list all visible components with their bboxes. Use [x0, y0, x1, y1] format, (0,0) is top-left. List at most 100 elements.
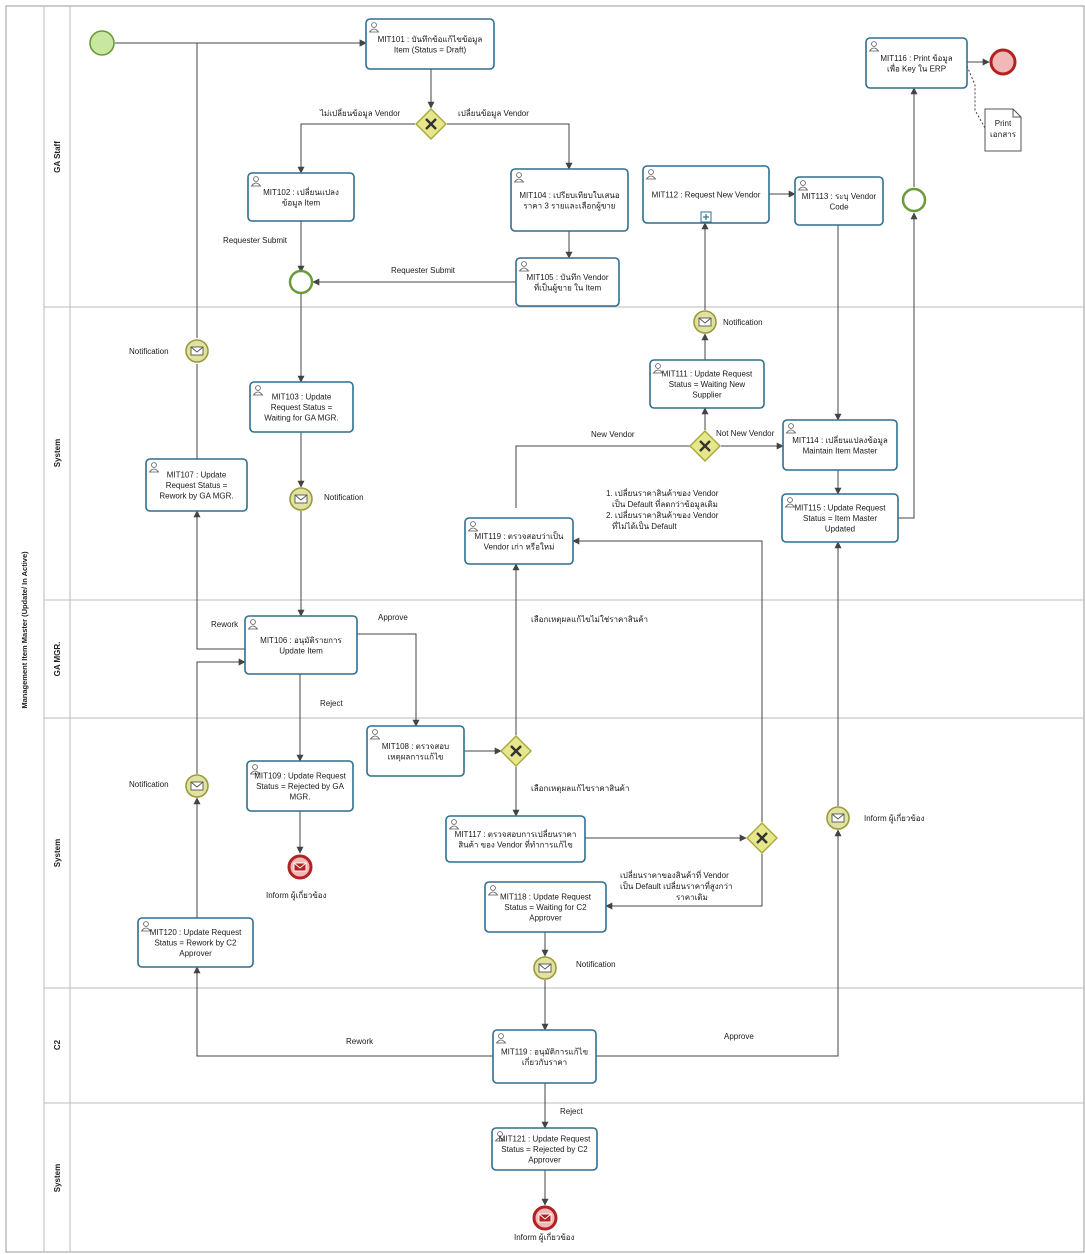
lane-label-system: System	[53, 439, 62, 467]
task-label-line: Updated	[825, 525, 855, 534]
notification-message-icon	[289, 487, 313, 511]
end-event	[989, 48, 1017, 76]
flow-label: Requester Submit	[391, 266, 456, 275]
task-label-line: MIT112 : Request New Vendor	[652, 191, 761, 200]
subprocess-expand-icon[interactable]	[700, 211, 712, 223]
flow-label: Inform ผู้เกี่ยวข้อง	[864, 812, 925, 824]
task-mit112[interactable]: MIT112 : Request New Vendor	[642, 165, 770, 224]
task-type-icon	[467, 521, 479, 532]
flow-label: Requester Submit	[223, 236, 288, 245]
flow-label: Reject	[560, 1107, 583, 1116]
task-type-icon	[645, 169, 657, 180]
task-label-line: MIT111 : Update Request	[662, 370, 753, 379]
task-label-line: MIT113 : ระบุ Vendor	[802, 192, 877, 201]
flow-label: Approve	[724, 1032, 754, 1041]
flow-label: ที่ไม่ได้เป็น Default	[612, 520, 677, 531]
task-label-line: Status = Item Master	[803, 514, 877, 523]
lane-label-ga-staff: GA Staff	[53, 141, 62, 173]
flow-label: เป็น Default ที่ลดกว่าข้อมูลเดิม	[612, 498, 718, 510]
task-label-line: MIT109 : Update Request	[254, 772, 346, 781]
flow-label: Notification	[576, 960, 616, 969]
task-type-icon	[148, 462, 160, 473]
lane-label-system: System	[53, 839, 62, 867]
task-label-line: MIT102 : เปลี่ยนแปลง	[263, 186, 339, 197]
flow-label: Notification	[723, 318, 763, 327]
task-label-line: ข้อมูล Item	[282, 198, 321, 208]
flow-label: เปลี่ยนข้อมูล Vendor	[458, 107, 529, 119]
task-label-line: MIT116 : Print ข้อมูล	[880, 54, 952, 64]
print-document-artifact: Print เอกสาร	[984, 108, 1022, 152]
task-label-line: MIT106 : อนุมัติรายการ	[260, 636, 342, 645]
flow-label: Reject	[320, 699, 343, 708]
task-label-line: MIT107 : Update	[167, 471, 227, 480]
task-type-icon	[513, 172, 525, 183]
intermediate-event	[288, 269, 314, 295]
start-event	[89, 30, 115, 56]
flow-label: เปลี่ยนราคาของสินค้าที่ Vendor	[620, 869, 729, 880]
inform-end-message-icon	[287, 854, 313, 880]
task-label-line: MIT120 : Update Request	[150, 928, 242, 937]
task-mit102[interactable]: MIT102 : เปลี่ยนแปลงข้อมูล Item	[247, 172, 355, 222]
task-label-line: Approver	[529, 914, 562, 923]
task-label-line: MIT119 : อนุมัติการแก้ไข	[501, 1047, 588, 1056]
task-label-line: Status = Rework by C2	[154, 939, 237, 948]
task-label-line: Code	[829, 202, 849, 211]
task-type-icon	[252, 385, 264, 396]
task-type-icon	[368, 22, 380, 33]
intermediate-event	[901, 187, 927, 213]
flow-label: ราคาเดิม	[676, 893, 708, 902]
task-label-line: Vendor เก่า หรือใหม่	[484, 542, 555, 551]
task-label-line: ราคา 3 รายและเลือกผู้ขาย	[524, 201, 616, 211]
task-label-line: Request Status =	[166, 481, 228, 490]
task-label-line: เพื่อ Key ใน ERP	[887, 62, 946, 73]
task-label-line: Status = Rejected by GA	[256, 782, 344, 791]
task-type-icon	[487, 885, 499, 896]
task-label-line: เกี่ยวกับราคา	[522, 1056, 567, 1067]
pool-label: Management Item Master (Update/ In Activ…	[20, 551, 29, 709]
task-type-icon	[797, 180, 809, 191]
artifact-label-line1: Print	[995, 119, 1012, 128]
task-type-icon	[518, 261, 530, 272]
artifact-label-line2: เอกสาร	[990, 130, 1017, 139]
task-label-line: Rework by GA MGR.	[159, 492, 233, 501]
task-mit116[interactable]: MIT116 : Print ข้อมูลเพื่อ Key ใน ERP	[865, 37, 968, 89]
flow-labels: ไม่เปลี่ยนข้อมูล Vendor เปลี่ยนข้อมูล Ve…	[129, 107, 925, 1243]
task-label-line: Maintain Item Master	[803, 446, 878, 455]
flow-label: เลือกเหตุผลแก้ไขไม่ใช่ราคาสินค้า	[531, 615, 648, 624]
exclusive-gateway-icon	[500, 735, 532, 767]
flow-label: Notification	[129, 780, 169, 789]
task-mit117[interactable]: MIT117 : ตรวจสอบการเปลี่ยนราคาสินค้า ของ…	[445, 815, 586, 863]
flow-label: ไม่เปลี่ยนข้อมูล Vendor	[319, 107, 401, 119]
exclusive-gateway-icon	[689, 430, 721, 462]
task-label-line: Supplier	[692, 391, 722, 400]
flow-label: เป็น Default เปลี่ยนราคาที่สูงกว่า	[620, 880, 732, 892]
task-type-icon	[652, 363, 664, 374]
task-type-icon	[495, 1033, 507, 1044]
task-label-line: Approver	[179, 949, 212, 958]
lane-label-system: System	[53, 1164, 62, 1192]
task-type-icon	[247, 619, 259, 630]
exclusive-gateway-icon	[415, 108, 447, 140]
task-label-line: MIT114 : เปลี่ยนแปลงข้อมูล	[792, 434, 888, 446]
task-label-line: MIT117 : ตรวจสอบการเปลี่ยนราคา	[455, 828, 577, 839]
notification-message-icon	[185, 339, 209, 363]
lane-label-ga-mgr: GA MGR.	[53, 642, 62, 677]
